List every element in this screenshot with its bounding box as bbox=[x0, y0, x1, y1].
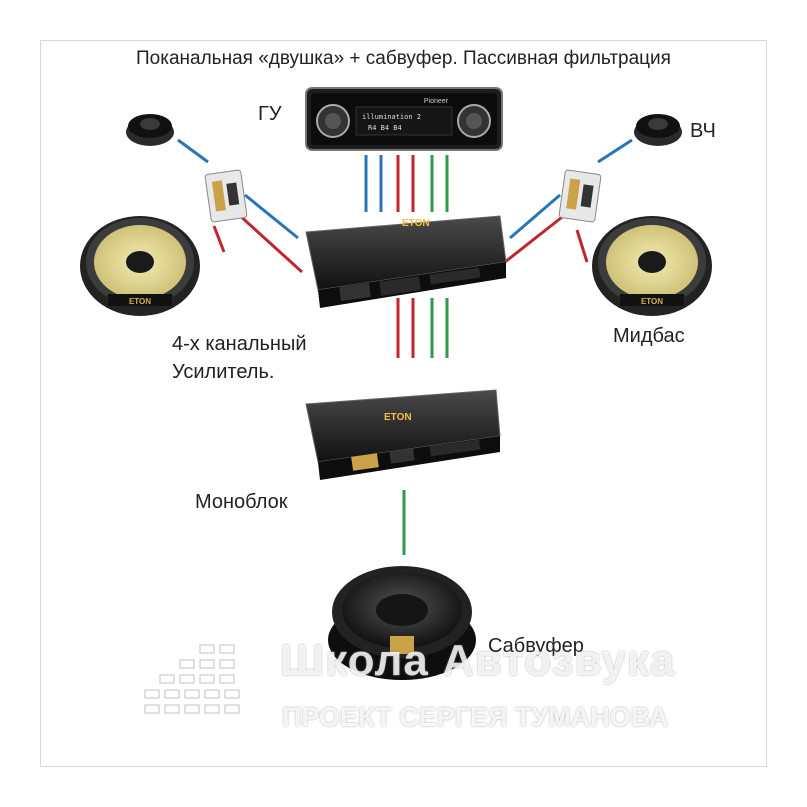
wire-left-blue bbox=[245, 195, 298, 238]
right-midbass: ETON bbox=[592, 216, 712, 316]
watermark-logo bbox=[140, 640, 260, 730]
head-unit-line2: R4 B4 B4 bbox=[368, 124, 402, 132]
watermark-title: Школа Автозвука bbox=[280, 636, 675, 686]
label-head-unit: ГУ bbox=[258, 100, 282, 128]
head-unit-brand: Pioneer bbox=[424, 98, 449, 105]
mono-brand: ETON bbox=[384, 412, 412, 423]
left-crossover bbox=[205, 170, 247, 223]
wire-left-tweeter bbox=[178, 140, 208, 162]
amp-to-mono-wires bbox=[398, 298, 447, 358]
head-unit: Pioneer illumination 2 R4 B4 B4 bbox=[306, 88, 502, 150]
left-speaker-brand: ETON bbox=[129, 297, 151, 306]
head-unit-line1: illumination 2 bbox=[362, 113, 421, 121]
wire-left-red bbox=[238, 214, 302, 272]
label-monoblock: Моноблок bbox=[195, 488, 288, 516]
four-channel-amplifier: ETON bbox=[306, 216, 506, 308]
head-unit-wires bbox=[366, 155, 447, 212]
wire-right-tweeter bbox=[598, 140, 632, 162]
right-speaker-brand: ETON bbox=[641, 297, 663, 306]
label-tweeter: ВЧ bbox=[690, 117, 716, 145]
label-four-channel-amp: 4-х канальный Усилитель. bbox=[172, 330, 307, 386]
wire-right-blue bbox=[510, 195, 560, 238]
monoblock-amplifier: ETON bbox=[306, 390, 500, 480]
amp4-brand: ETON bbox=[402, 218, 430, 229]
wire-left-midbass bbox=[214, 226, 224, 252]
wire-right-red bbox=[505, 214, 566, 262]
watermark-subtitle: ПРОЕКТ СЕРГЕЯ ТУМАНОВА bbox=[282, 702, 668, 733]
left-tweeter bbox=[126, 114, 174, 146]
right-tweeter bbox=[634, 114, 682, 146]
label-midbass: Мидбас bbox=[613, 322, 685, 350]
wire-right-midbass bbox=[577, 230, 587, 262]
right-crossover bbox=[559, 170, 601, 223]
left-midbass: ETON bbox=[80, 216, 200, 316]
